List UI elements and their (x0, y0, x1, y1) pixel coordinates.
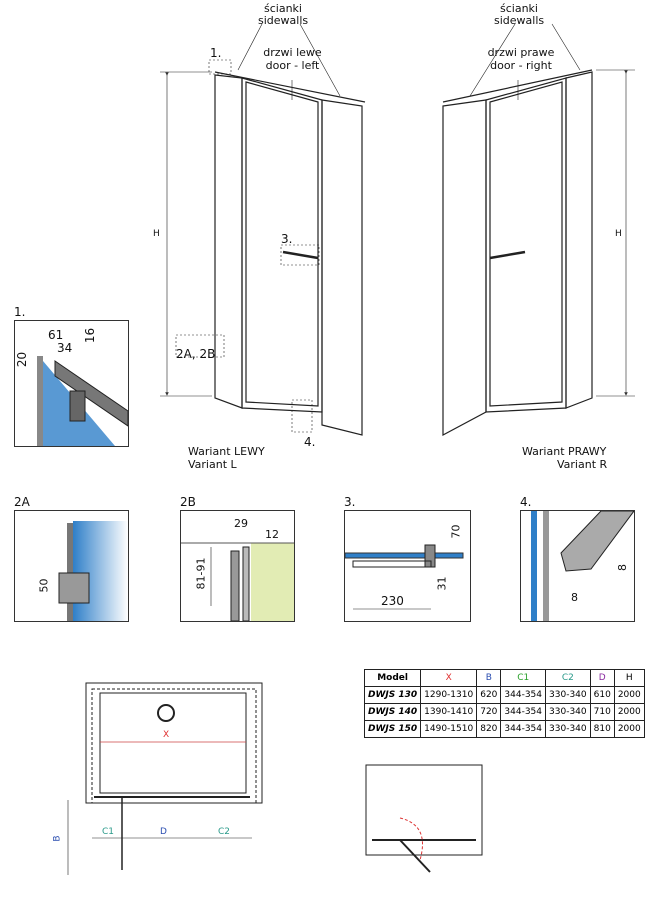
plan-c2: C2 (218, 827, 231, 837)
cell: 1290-1310 (420, 686, 478, 704)
cell: 344-354 (500, 686, 547, 704)
cell: DWJS 140 (363, 703, 422, 721)
plan-c1: C1 (102, 827, 115, 837)
cell: 344-354 (500, 720, 547, 738)
dim-8-width: 8 (571, 591, 578, 604)
cell: 1490-1510 (420, 720, 478, 738)
door-right-en: door - right (490, 59, 552, 72)
right-variant-drawing (442, 23, 635, 437)
main-drawings (160, 23, 635, 437)
cell: 330-340 (545, 720, 591, 738)
dim-34: 34 (57, 341, 73, 355)
dim-61: 61 (48, 328, 64, 342)
detail-1-title: 1. (14, 305, 26, 319)
dim-230: 230 (381, 594, 404, 608)
th-model: Model (363, 669, 422, 687)
variant-left-pl: Wariant LEWY (188, 445, 265, 458)
door-left-en: door - left (265, 59, 320, 72)
cell: DWJS 150 (363, 720, 422, 738)
cell: 820 (476, 720, 502, 738)
height-right: H (615, 229, 622, 239)
detail-2b-title: 2B (180, 495, 196, 509)
detail-2a-panel: 50 (14, 510, 129, 622)
callout-4: 4. (304, 435, 316, 449)
th-d: D (589, 669, 615, 687)
th-c1: C1 (500, 669, 547, 687)
variant-right-en: Variant R (557, 458, 608, 471)
cell: 2000 (613, 703, 645, 721)
th-c2: C2 (545, 669, 591, 687)
variant-left-en: Variant L (188, 458, 237, 471)
cell: 720 (476, 703, 502, 721)
callout-2ab: 2A, 2B (176, 347, 216, 361)
dim-70: 70 (449, 524, 463, 539)
sidewalls-right-en: sidewalls (494, 14, 545, 27)
sidewalls-right-pl: ścianki (500, 2, 538, 15)
cell: 2000 (613, 686, 645, 704)
cell: 330-340 (545, 686, 591, 704)
cell: 330-340 (545, 703, 591, 721)
callout-1: 1. (210, 46, 222, 60)
dim-81-91: 81-91 (194, 557, 208, 590)
dim-29: 29 (234, 517, 248, 530)
cell: 620 (476, 686, 502, 704)
dim-50: 50 (37, 578, 51, 593)
detail-4-title: 4. (520, 495, 532, 509)
detail-3-panel: 70 31 230 (344, 510, 471, 622)
detail-4-panel: 8 8 (520, 510, 635, 622)
cell: 710 (589, 703, 615, 721)
plan-b: B (52, 835, 63, 842)
th-x: X (420, 669, 478, 687)
sidewalls-left-en: sidewalls (258, 14, 309, 27)
detail-2b-panel: 29 12 81-91 (180, 510, 295, 622)
th-b: B (476, 669, 502, 687)
cell: 810 (589, 720, 615, 738)
sidewalls-left-pl: ścianki (264, 2, 302, 15)
dim-31: 31 (435, 576, 449, 591)
variant-right-pl: Wariant PRAWY (522, 445, 607, 458)
dim-8-height: 8 (616, 564, 629, 571)
dim-20: 20 (15, 351, 30, 368)
left-variant-drawing (160, 23, 366, 436)
detail-3-title: 3. (344, 495, 356, 509)
door-right-pl: drzwi prawe (487, 46, 555, 59)
detail-1-panel: 61 34 16 20 (14, 320, 129, 447)
cell: 2000 (613, 720, 645, 738)
height-left: H (153, 229, 160, 239)
cell: 344-354 (500, 703, 547, 721)
plan-x: X (163, 730, 170, 740)
detail-2a-title: 2A (14, 495, 30, 509)
door-left-pl: drzwi lewe (263, 46, 322, 59)
cell: 1390-1410 (420, 703, 478, 721)
table-header-row: Model X B C1 C2 D H (363, 669, 645, 687)
callout-3: 3. (281, 232, 293, 246)
cell: 610 (589, 686, 615, 704)
plan-d: D (160, 827, 167, 837)
dim-12: 12 (265, 528, 279, 541)
th-h: H (613, 669, 645, 687)
cell: DWJS 130 (363, 686, 422, 704)
dim-16: 16 (83, 327, 98, 344)
